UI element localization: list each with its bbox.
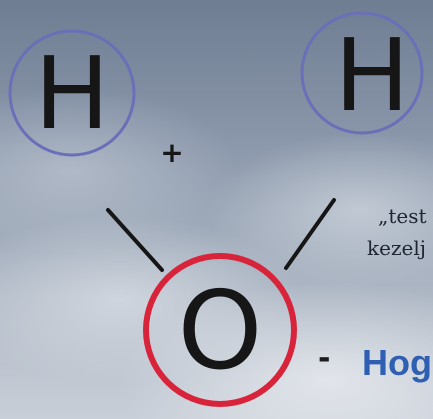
heading-fragment: Hog [362,342,432,383]
plus-sign: + [160,136,183,169]
minus-sign: - [318,341,331,376]
bond-left [106,208,164,272]
bond-right [284,198,336,270]
hydrogen-right-symbol: H [334,17,409,134]
hydrogen-right-ring [300,11,424,135]
oxygen-ring [143,253,297,407]
quote-line-1: „test [378,204,427,228]
quote-line-2: kezelj [367,236,426,260]
hydrogen-left-symbol: H [34,35,109,152]
oxygen-symbol: O [177,269,262,394]
hydrogen-left-ring [8,29,136,157]
